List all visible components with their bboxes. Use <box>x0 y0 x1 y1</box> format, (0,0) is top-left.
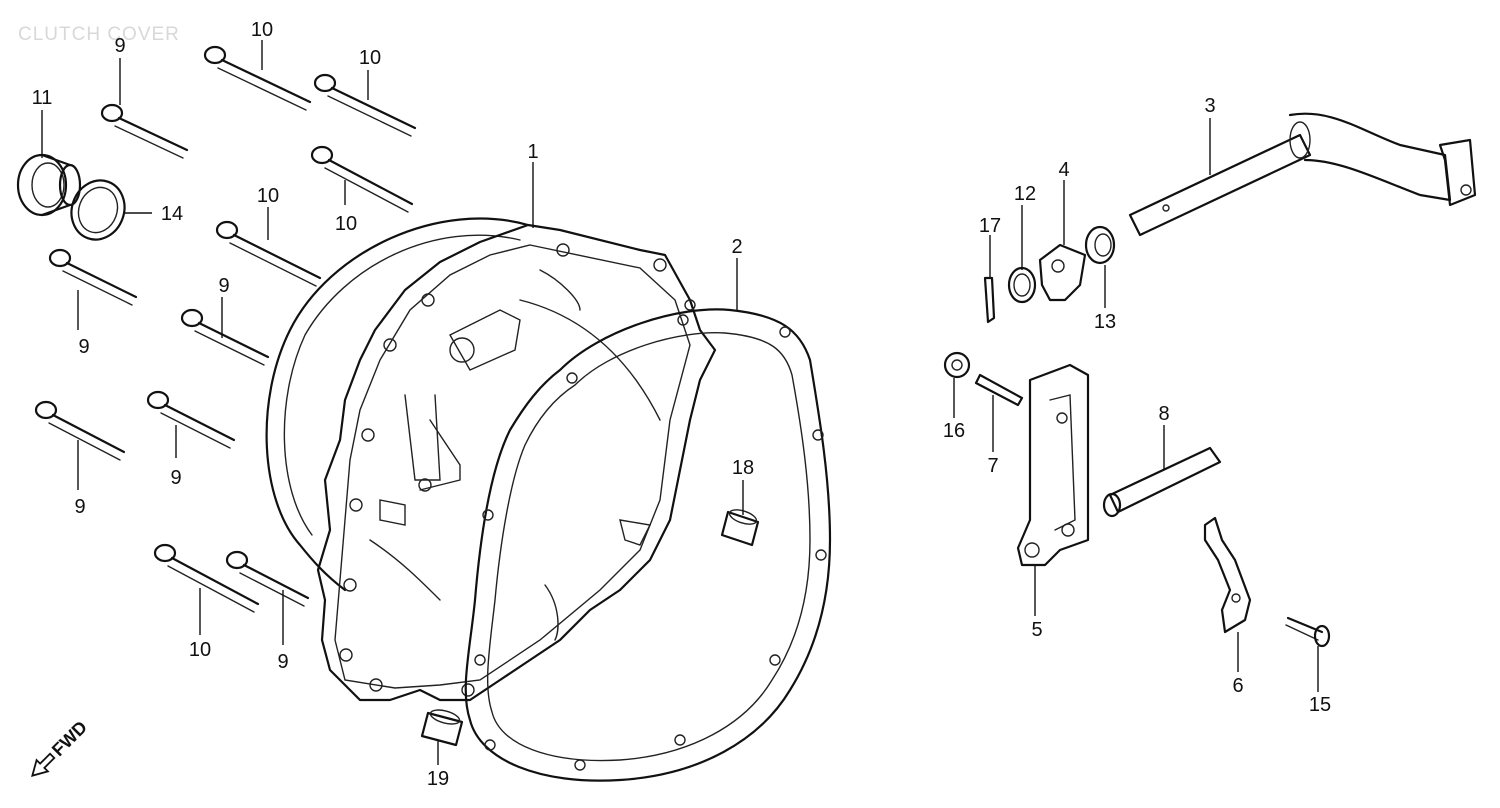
callout-10-center: 10 <box>257 185 279 207</box>
callout-10-top: 10 <box>251 19 273 41</box>
fwd-label: FWD <box>48 717 91 760</box>
callout-9-center: 9 <box>218 275 229 297</box>
callout-6: 6 <box>1232 675 1243 697</box>
callout-10-bottom: 10 <box>189 639 211 661</box>
callout-9-lower: 9 <box>170 467 181 489</box>
callouts: 9 10 10 11 14 9 10 10 9 9 9 10 9 1 2 18 … <box>32 19 1332 790</box>
callout-12: 12 <box>1014 183 1036 205</box>
callout-7: 7 <box>987 455 998 477</box>
callout-9-lower-left: 9 <box>74 496 85 518</box>
bolt-9-a <box>100 103 189 159</box>
part-3-lifter-arm <box>1128 112 1477 237</box>
part-11-oil-seal <box>16 153 82 217</box>
callout-3: 3 <box>1204 95 1215 117</box>
callout-14: 14 <box>161 203 183 225</box>
fwd-arrow-icon <box>31 752 56 777</box>
part-13-oil-seal <box>1084 225 1116 265</box>
callout-8: 8 <box>1158 403 1169 425</box>
bolt-9-c <box>180 308 270 366</box>
callout-17: 17 <box>979 215 1001 237</box>
part-19-dowel-pin <box>420 709 464 747</box>
part-7-pin <box>974 373 1024 407</box>
callout-18: 18 <box>732 457 754 479</box>
callout-9-left: 9 <box>78 336 89 358</box>
bolt-10-a <box>203 45 312 111</box>
callout-13: 13 <box>1094 311 1116 333</box>
part-18-dowel-pin <box>720 509 760 547</box>
part-8-rod <box>1102 446 1222 518</box>
callout-15: 15 <box>1309 694 1331 716</box>
callout-11: 11 <box>32 87 53 109</box>
part-1-clutch-cover <box>265 217 717 702</box>
bolts-group <box>34 45 417 613</box>
part-12-washer <box>1007 266 1037 304</box>
callout-19: 19 <box>427 768 449 790</box>
bolt-10-e <box>153 543 260 613</box>
callout-9-bottom: 9 <box>277 651 288 673</box>
bolt-9-d <box>146 390 236 449</box>
bolt-10-d <box>215 220 322 287</box>
callout-1: 1 <box>527 141 538 163</box>
callout-5: 5 <box>1031 619 1042 641</box>
callout-16: 16 <box>943 420 965 442</box>
part-14-o-ring <box>70 179 126 241</box>
bolt-9-b <box>48 248 138 306</box>
part-16-nut <box>943 351 971 379</box>
callout-10-mid: 10 <box>335 213 357 235</box>
part-17-cotter-pin <box>983 276 996 324</box>
diagram-title: CLUTCH COVER <box>18 24 180 45</box>
callout-10-upper-right: 10 <box>359 47 381 69</box>
callout-9-top: 9 <box>114 35 125 57</box>
leader-lines <box>41 40 1319 765</box>
part-15-bolt <box>1285 616 1331 648</box>
bolt-9-e <box>34 400 126 461</box>
callout-4: 4 <box>1058 159 1069 181</box>
part-4-lifter-piece <box>1038 243 1087 302</box>
bolt-9-f <box>225 550 310 607</box>
part-2-gasket <box>464 308 832 782</box>
bolt-10-c <box>310 145 414 213</box>
part-5-lifter-plate <box>1016 363 1090 567</box>
bolt-10-b <box>313 73 417 137</box>
part-6-bracket <box>1203 516 1252 634</box>
fwd-indicator: FWD <box>31 717 91 777</box>
callout-2: 2 <box>731 236 742 258</box>
